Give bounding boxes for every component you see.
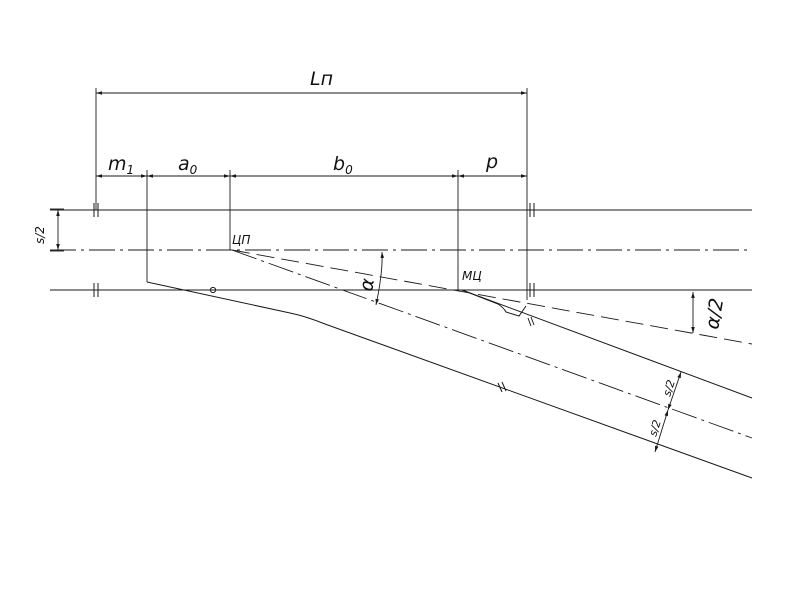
pivot-circle	[209, 286, 217, 294]
left-half-gauge-label: s/2	[33, 226, 47, 244]
rail-joint-marks	[93, 203, 535, 393]
angle-arc	[375, 251, 385, 306]
lower-half-gauge-label: s/2	[646, 418, 663, 438]
p-label: p	[485, 151, 498, 173]
overall-length-label: Lп	[310, 68, 333, 90]
upper-half-gauge-label: s/2	[660, 378, 677, 398]
m1-label: m1	[108, 153, 134, 177]
angle-label: α	[355, 276, 379, 293]
a0-label: a0	[178, 153, 198, 177]
frog-center-label: МЦ	[462, 269, 482, 283]
lower-half-gauge-dimension	[654, 409, 669, 453]
half-angle-line	[231, 249, 753, 345]
upper-half-gauge-dimension	[667, 371, 682, 411]
half-angle-label: α/2	[701, 297, 728, 331]
extension-lines	[50, 88, 528, 300]
switch-rail	[146, 281, 753, 479]
switch-center-label: ЦП	[232, 233, 250, 247]
b0-label: b0	[333, 153, 353, 177]
frog-wing-rail	[461, 289, 527, 317]
diverging-rail	[461, 289, 753, 399]
diverging-track-axis	[231, 249, 753, 439]
